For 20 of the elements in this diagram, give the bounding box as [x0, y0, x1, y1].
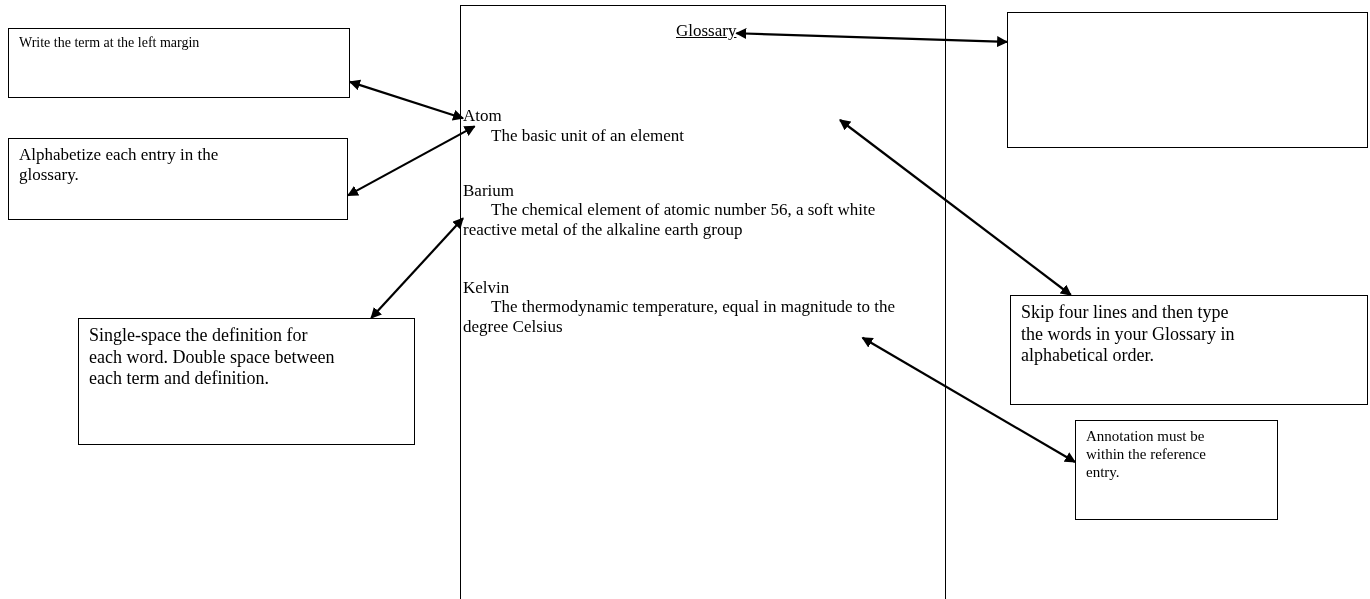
term-definition: The chemical element of atomic number 56, a soft white reactive metal of the alkaline earth group: [463, 200, 933, 241]
glossary-heading: Glossary: [676, 21, 737, 42]
callout-box: Annotation must be within the reference entry.: [1075, 420, 1278, 520]
glossary-term: Atom: [463, 106, 502, 127]
page-outline: [460, 5, 946, 599]
callout-box: Skip four lines and then type the words in your Glossary in alphabetical order.: [1010, 295, 1368, 405]
callout-box: Write the term at the left margin: [8, 28, 350, 98]
callout-box: Single-space the definition for each word. Double space between each term and definition.: [78, 318, 415, 445]
double-headed-arrow: [348, 79, 465, 121]
empty-box: [1007, 12, 1368, 148]
double-headed-arrow: [839, 119, 1072, 296]
glossary-term: Kelvin: [463, 278, 510, 299]
term-definition: The thermodynamic temperature, equal in magnitude to the degree Celsius: [463, 297, 933, 338]
term-definition: The basic unit of an element: [463, 126, 933, 147]
double-headed-arrow: [347, 125, 476, 197]
callout-box: Alphabetize each entry in the glossary.: [8, 138, 348, 220]
double-headed-arrow: [370, 217, 464, 319]
double-headed-arrow: [861, 336, 1076, 463]
double-headed-arrow: [735, 28, 1009, 48]
glossary-term: Barium: [463, 181, 514, 202]
